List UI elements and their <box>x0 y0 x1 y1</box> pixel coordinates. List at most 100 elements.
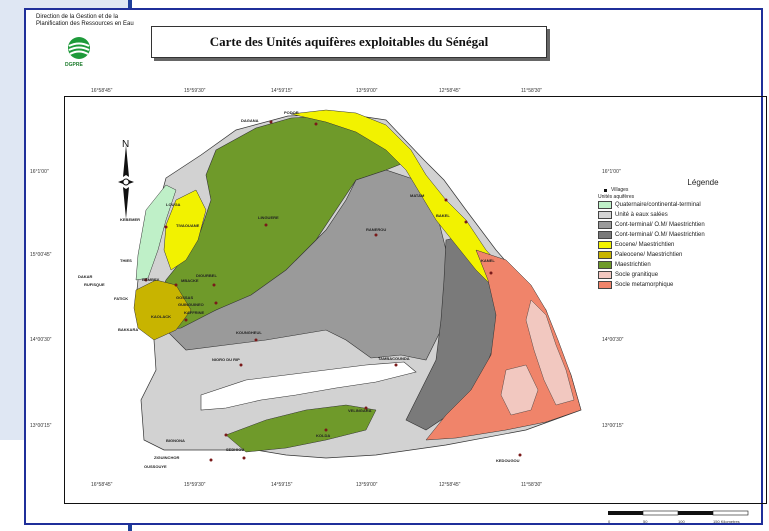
place-label: BAMBEY <box>142 277 160 282</box>
coord-bottom-5: 12°58'45" <box>439 482 461 488</box>
coord-bottom-6: 11°58'30" <box>521 482 543 488</box>
legend-swatch <box>598 221 612 229</box>
legend-item: Unité à eaux salées <box>598 210 768 220</box>
region-socle-metamorphique <box>425 249 582 441</box>
place-label: BAKKARA <box>118 327 139 332</box>
legend-title: Légende <box>687 178 719 187</box>
legend-villages-label: Villages <box>611 187 629 193</box>
place-label: LINGUERE <box>258 215 279 220</box>
legend-item-label: Socle metamorphique <box>615 282 674 288</box>
legend-swatch <box>598 241 612 249</box>
legend-item: Paleocene/ Maestrichtien <box>598 250 768 260</box>
organization-name: Direction de la Gestion et de la Planifi… <box>36 14 134 27</box>
legend-swatch <box>598 261 612 269</box>
place-label: ZIGUINCHOR <box>154 455 180 460</box>
coord-top-5: 12°58'45" <box>439 88 461 94</box>
scale-label: 100 <box>678 519 685 524</box>
senegal-aquifer-map <box>133 109 582 462</box>
legend-item: Socle metamorphique <box>598 280 768 290</box>
region-socle-granitique <box>525 299 575 406</box>
place-label: MBACKE <box>181 278 199 283</box>
region-maestrichtien-south <box>225 404 377 453</box>
legend-swatch <box>598 251 612 259</box>
place-label: OUSSOUYE <box>144 464 167 469</box>
legend-item-label: Socle granitique <box>615 272 659 278</box>
region-paleocene <box>133 279 192 341</box>
coord-bottom-4: 13°59'00" <box>356 482 378 488</box>
region-socle-granitique-2 <box>500 364 539 416</box>
region-quaternaire <box>135 184 177 281</box>
scale-label: 150 Kilometres <box>713 519 740 524</box>
legend-swatch <box>598 271 612 279</box>
legend-item-label: Maestrichtien <box>615 262 651 268</box>
place-label: GOSSAS <box>176 295 194 300</box>
village-markers <box>144 120 522 462</box>
dgpre-logo <box>68 37 90 59</box>
scale-label: 50 <box>643 519 648 524</box>
place-label: SEDHIOU <box>226 447 245 452</box>
gambia-river <box>200 361 417 411</box>
place-label: FATICK <box>114 296 129 301</box>
legend-item-label: Unité à eaux salées <box>615 212 668 218</box>
legend-swatch <box>598 201 612 209</box>
place-label: GUINGUINEO <box>178 302 204 307</box>
place-label: THIES <box>120 258 132 263</box>
legend-item: Quaternaire/continental-terminal <box>598 200 768 210</box>
coord-left-1: 16°1'00" <box>30 169 49 175</box>
scale-bar <box>608 510 749 516</box>
legend-item: Socle granitique <box>598 270 768 280</box>
coord-bottom-3: 14°59'15" <box>271 482 293 488</box>
region-eocene-west <box>163 189 207 271</box>
legend-units-label: Unités aquifères <box>598 194 635 200</box>
legend-item-label: Eocene/ Maestrichtien <box>615 242 675 248</box>
map-title: Carte des Unités aquifères exploitables … <box>209 34 489 49</box>
place-label: NIORO DU RIP <box>212 357 240 362</box>
coord-bottom-1: 16°58'45" <box>91 482 113 488</box>
coord-top-4: 13°59'00" <box>356 88 378 94</box>
coord-top-2: 15°59'30" <box>184 88 206 94</box>
legend-swatch <box>598 231 612 239</box>
place-label: KEDOUGOU <box>496 458 520 463</box>
place-label: VELINGARA <box>348 408 372 413</box>
place-label: PODOR <box>284 110 299 115</box>
coord-left-2: 15°00'45" <box>30 252 52 258</box>
logo-label: DGPRE <box>65 62 83 68</box>
place-label: BAKEL <box>436 213 450 218</box>
place-label: KANEL <box>481 258 495 263</box>
place-label: BIGNONA <box>166 438 185 443</box>
map-legend: Légende Villages Unités aquifères Quater… <box>598 178 768 290</box>
place-label: DIOURBEL <box>196 273 217 278</box>
north-label: N <box>122 139 130 150</box>
place-label: KAOLACK <box>151 314 171 319</box>
place-label: KAFFRINE <box>184 310 205 315</box>
place-label: DAKAR <box>78 274 93 279</box>
place-label: TIVAOUANE <box>176 223 200 228</box>
legend-item-label: Cont-terminal/ O.M/ Maestrichtien <box>615 232 705 238</box>
place-label: KOLDA <box>316 433 331 438</box>
coord-top-1: 16°58'45" <box>91 88 113 94</box>
place-label: KEBEMER <box>120 217 141 222</box>
legend-swatch <box>598 281 612 289</box>
place-label: RANEROU <box>366 227 387 232</box>
coord-top-6: 11°58'30" <box>521 88 543 94</box>
coord-left-4: 13°00'15" <box>30 423 52 429</box>
map-document: Direction de la Gestion et de la Planifi… <box>24 8 767 525</box>
legend-item-label: Quaternaire/continental-terminal <box>615 202 701 208</box>
legend-item: Cont-terminal/ O.M/ Maestrichtien <box>598 220 768 230</box>
legend-swatch <box>598 211 612 219</box>
legend-item: Eocene/ Maestrichtien <box>598 240 768 250</box>
coord-bottom-2: 15°59'30" <box>184 482 206 488</box>
place-label: LOUGA <box>166 202 181 207</box>
map-title-box: Carte des Unités aquifères exploitables … <box>151 26 547 58</box>
coord-right-2: 14°00'30" <box>602 337 624 343</box>
north-arrow-icon <box>118 145 134 219</box>
legend-item-label: Cont-terminal/ O.M/ Maestrichtien <box>615 222 705 228</box>
legend-item: Cont-terminal/ O.M/ Maestrichtien <box>598 230 768 240</box>
scale-label: 0 <box>608 519 611 524</box>
place-label: DAGANA <box>241 118 259 123</box>
coord-left-3: 14°00'30" <box>30 337 52 343</box>
place-label: MATAM <box>410 193 425 198</box>
legend-item-label: Paleocene/ Maestrichtien <box>615 252 683 258</box>
place-label: RUFISQUE <box>84 282 105 287</box>
coord-top-3: 14°59'15" <box>271 88 293 94</box>
